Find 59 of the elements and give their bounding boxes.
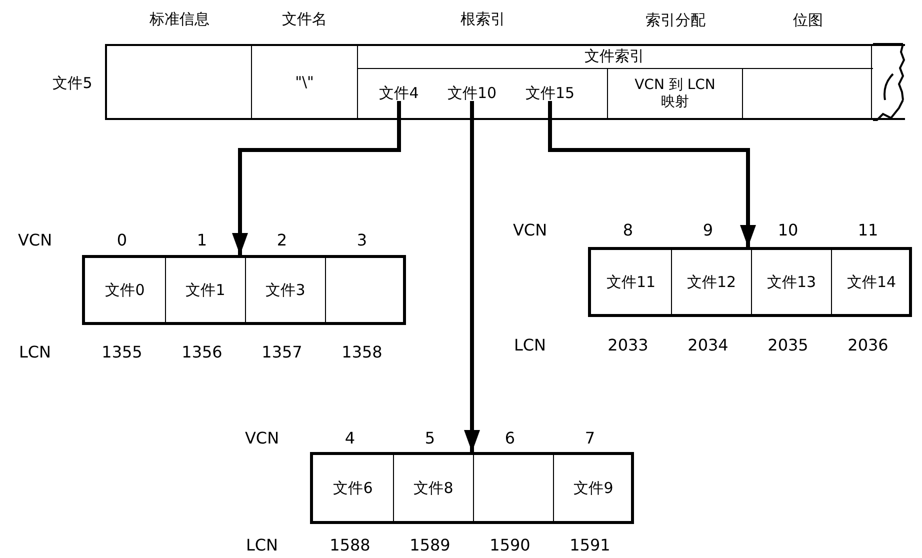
cluster-number: 5 — [424, 428, 436, 448]
cluster-number: 10 — [778, 220, 798, 240]
cluster-number: 2034 — [688, 336, 728, 354]
cluster-number: 1590 — [490, 536, 530, 554]
cluster-number: 1 — [196, 230, 208, 250]
cell-text: 文件8 — [414, 479, 454, 497]
cell-text: 文件1 — [186, 281, 226, 299]
cluster-number: 9 — [702, 220, 714, 240]
cluster-number: 1356 — [182, 342, 222, 362]
cell-text: 文件12 — [686, 273, 736, 291]
cluster-number: 2035 — [768, 336, 808, 354]
run-box — [82, 255, 406, 325]
arrow — [548, 101, 756, 247]
cluster-number: 3 — [356, 230, 368, 250]
column-heading: 位图 — [792, 11, 824, 29]
cluster-number: 0 — [116, 230, 128, 250]
cell-text: 文件3 — [266, 281, 306, 299]
cell-text: 文件6 — [333, 479, 373, 497]
column-heading: 文件名 — [281, 10, 328, 28]
cell-text: 文件9 — [574, 479, 614, 497]
column-heading: 标准信息 — [148, 10, 210, 28]
row-label: VCN — [512, 220, 548, 240]
cell-text: 文件13 — [766, 273, 816, 291]
index-entry-box — [358, 68, 608, 118]
cluster-number: 1357 — [262, 342, 302, 362]
cluster-number: 2036 — [848, 336, 888, 354]
row-label: LCN — [514, 336, 546, 354]
cluster-number: 1591 — [570, 536, 610, 554]
cell-text: VCN 到 LCN 映射 — [634, 76, 716, 110]
cluster-number: 4 — [344, 428, 356, 448]
column-heading: 根索引 — [460, 10, 506, 28]
cluster-number: 1589 — [410, 536, 450, 554]
cluster-number: 2033 — [608, 336, 648, 354]
cluster-number: 8 — [622, 220, 634, 240]
cell-text: 文件11 — [606, 273, 656, 291]
row-label: LCN — [18, 342, 52, 362]
cell-text: 文件14 — [846, 273, 896, 291]
run-box — [588, 247, 912, 317]
cluster-number: 2 — [276, 230, 288, 250]
arrow — [232, 101, 401, 255]
row-label: VCN — [244, 428, 280, 448]
entry-text: 文件4 — [379, 84, 419, 102]
cluster-number: 1358 — [342, 342, 382, 362]
cluster-number: 11 — [858, 220, 878, 240]
cell-text: "\" — [295, 73, 314, 91]
cluster-number: 6 — [504, 428, 516, 448]
row-label: VCN — [18, 230, 52, 250]
cell-text: 文件0 — [105, 281, 145, 299]
run-box — [310, 452, 634, 524]
row-label: LCN — [246, 536, 278, 554]
entry-text: 文件15 — [525, 84, 575, 102]
column-heading: 索引分配 — [644, 11, 706, 29]
record-label: 文件5 — [52, 74, 94, 92]
arrow — [464, 101, 480, 452]
index-header: 文件索引 — [584, 46, 646, 67]
cluster-number: 1588 — [330, 536, 370, 554]
entry-text: 文件10 — [447, 84, 497, 102]
cluster-number: 1355 — [102, 342, 142, 362]
cluster-number: 7 — [584, 428, 596, 448]
